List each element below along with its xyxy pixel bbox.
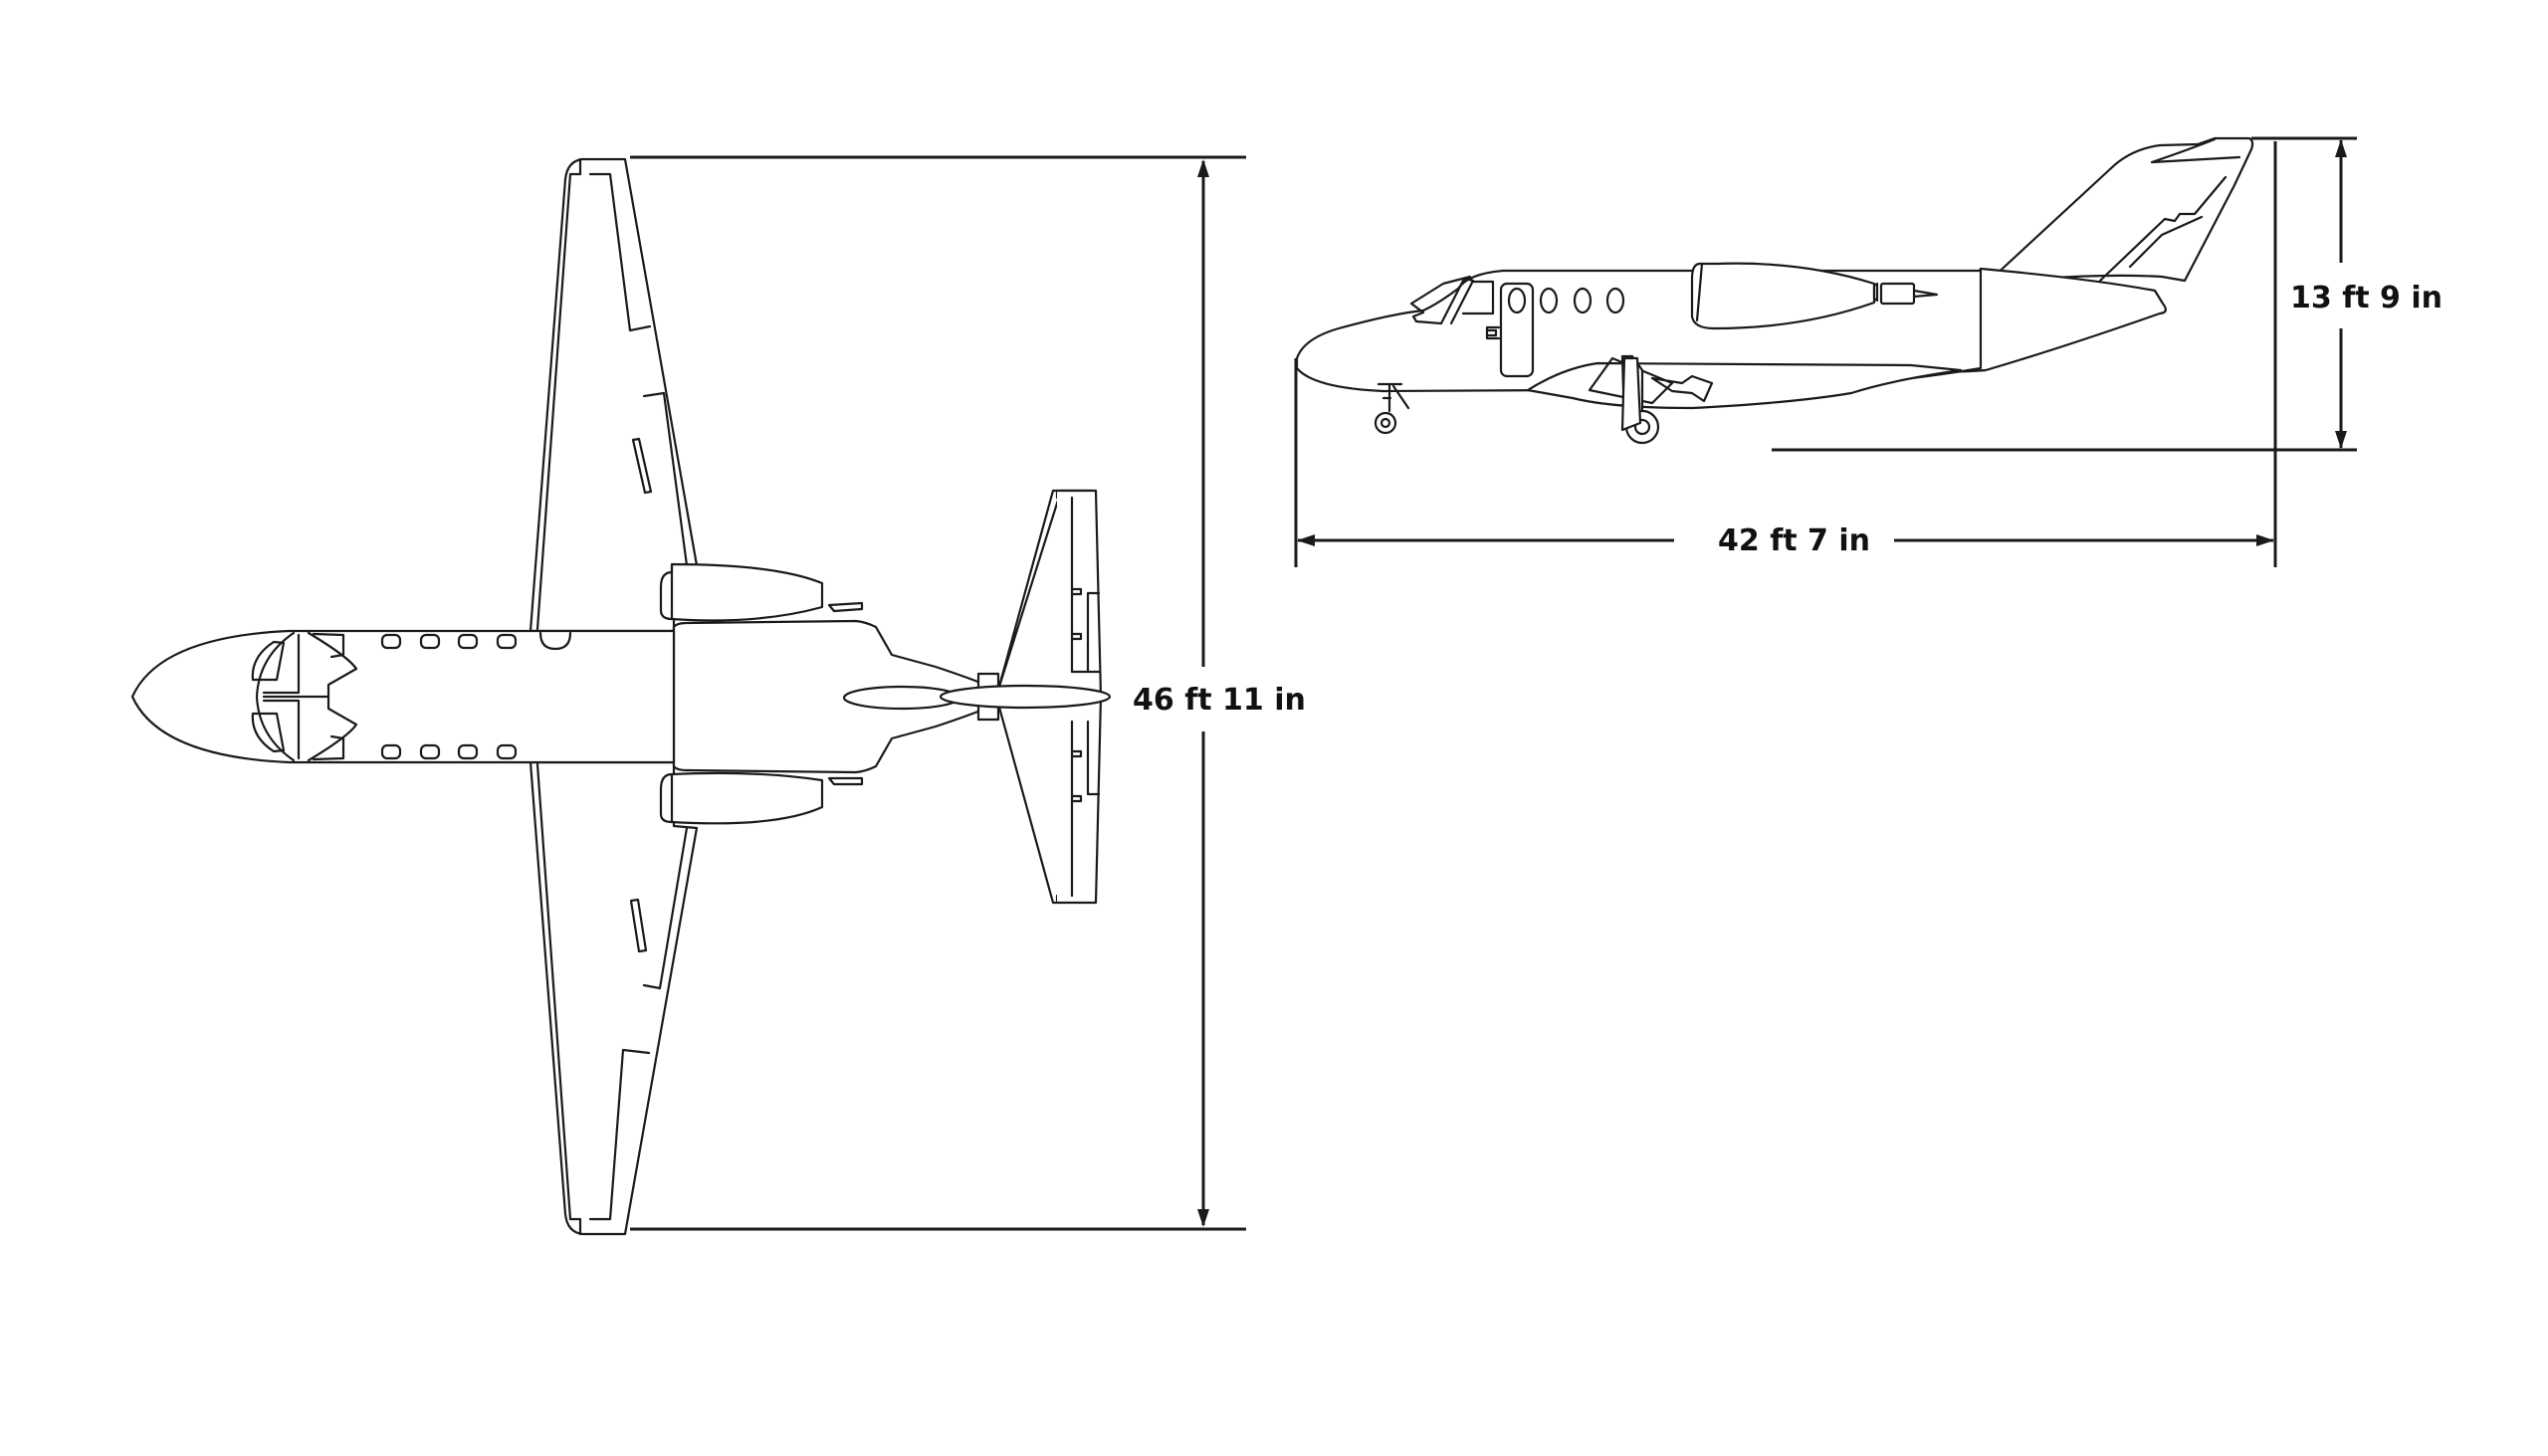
side-cabin-windows	[1539, 287, 1625, 314]
side-engine	[1690, 262, 1939, 330]
side-nose-gear	[1374, 382, 1410, 435]
cockpit-windshield	[251, 631, 358, 762]
wingspan-dimension	[630, 155, 1246, 1231]
lower-wing	[529, 760, 699, 1236]
wingspan-label: 46 ft 11 in	[1127, 683, 1312, 719]
fin-fairing-rear	[939, 684, 1112, 710]
upper-engine	[659, 562, 864, 622]
lower-engine	[659, 771, 864, 825]
side-main-gear	[1620, 354, 1660, 445]
door-handle	[1485, 325, 1501, 340]
vertical-fin	[1991, 136, 2254, 283]
side-door	[1499, 282, 1535, 378]
side-rear-fuselage	[1919, 267, 2167, 373]
height-label: 13 ft 9 in	[2284, 281, 2448, 316]
height-dimension	[1772, 136, 2357, 452]
door-window	[1507, 287, 1527, 314]
upper-wing	[529, 157, 699, 633]
length-label: 42 ft 7 in	[1712, 523, 1876, 559]
windows-lower	[380, 743, 518, 760]
length-dimension	[1294, 141, 2277, 567]
top-view	[130, 155, 1246, 1236]
side-cockpit-window	[1409, 275, 1495, 325]
fuselage	[130, 629, 676, 764]
side-view	[1294, 136, 2357, 567]
side-flap-zigzag	[1650, 374, 1714, 403]
windows-upper	[380, 631, 572, 651]
